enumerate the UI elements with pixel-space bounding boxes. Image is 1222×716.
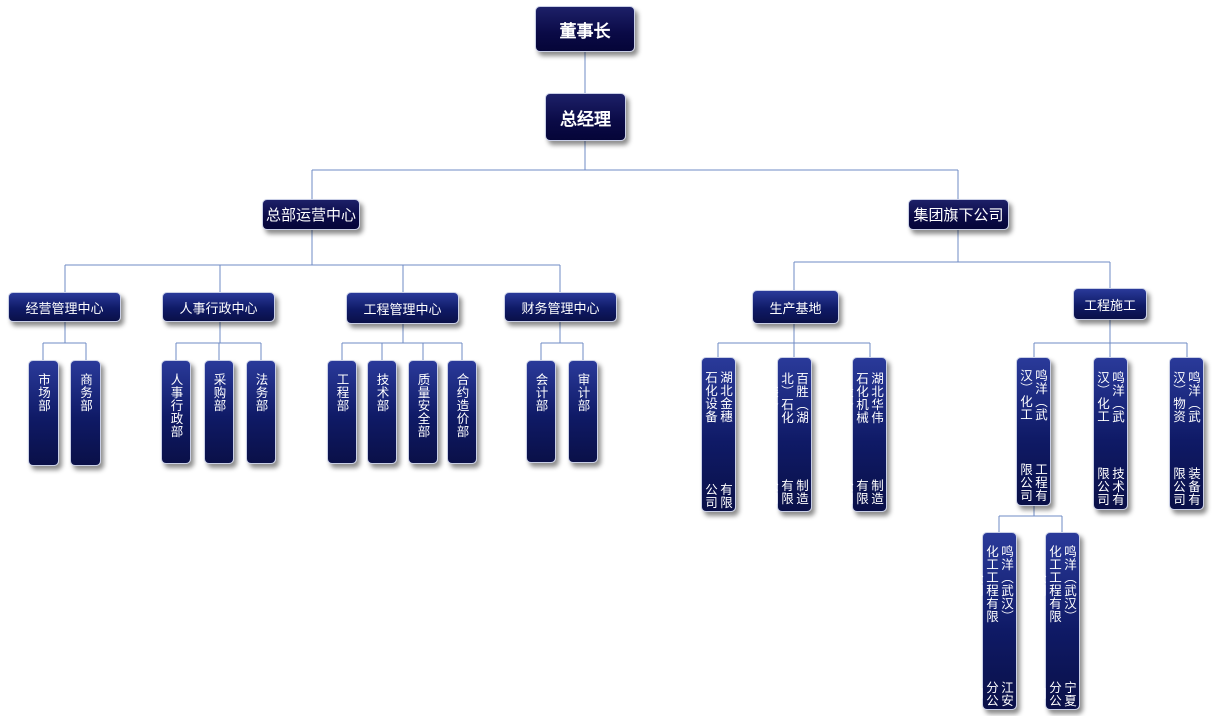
node-hr-dept[interactable]: 人事行政部 <box>161 360 191 464</box>
node-engineering-center[interactable]: 工程管理中心 <box>346 292 459 324</box>
node-company-mingyang-materials[interactable]: 鸣洋（武汉）物资装备有限公司 <box>1169 357 1204 510</box>
node-company-jinsui[interactable]: 湖北金穗石化设备有限公司 <box>701 357 736 512</box>
node-company-baisheng[interactable]: 百胜（湖北）石化装备制造有限公司 <box>764 357 812 512</box>
node-hq-operations[interactable]: 总部运营中心 <box>262 199 360 230</box>
node-engineering-dept[interactable]: 工程部 <box>327 360 357 464</box>
node-tech-dept[interactable]: 技术部 <box>367 360 397 464</box>
node-branch-jiangan[interactable]: 鸣洋（武汉）化工工程有限公司江安分公司 <box>969 532 1017 710</box>
node-group-companies[interactable]: 集团旗下公司 <box>908 199 1009 230</box>
link-gm-level2 <box>311 141 959 199</box>
node-production-base[interactable]: 生产基地 <box>752 290 839 324</box>
link-e1-branches <box>998 506 1063 532</box>
node-legal-dept[interactable]: 法务部 <box>246 360 276 464</box>
node-quality-safety-dept[interactable]: 质量安全部 <box>408 360 438 464</box>
link-c4-depts <box>540 322 584 360</box>
node-purchase-dept[interactable]: 采购部 <box>204 360 234 464</box>
node-business-dept[interactable]: 商务部 <box>70 360 101 466</box>
node-branch-ningxia[interactable]: 鸣洋（武汉）化工工程有限公司宁夏分公司 <box>1032 532 1080 710</box>
node-contract-cost-dept[interactable]: 合约造价部 <box>447 360 477 464</box>
link-c2-depts <box>175 322 262 360</box>
node-market-dept[interactable]: 市场部 <box>28 360 59 466</box>
node-hr-admin-center[interactable]: 人事行政中心 <box>162 292 275 322</box>
link-prod-companies <box>717 324 871 357</box>
link-eng-companies <box>1033 320 1188 357</box>
node-company-mingyang-engineering[interactable]: 鸣洋（武汉）化工工程有限公司 <box>1016 357 1051 506</box>
node-chairman[interactable]: 董事长 <box>535 6 635 52</box>
node-audit-dept[interactable]: 审计部 <box>568 360 598 463</box>
link-hq-centers <box>64 230 561 292</box>
link-group-subs <box>793 230 1111 290</box>
node-general-manager[interactable]: 总经理 <box>545 93 626 141</box>
link-c3-depts <box>341 324 463 360</box>
node-accounting-dept[interactable]: 会计部 <box>526 360 556 463</box>
node-business-center[interactable]: 经营管理中心 <box>8 292 121 322</box>
link-c1-depts <box>42 322 87 360</box>
node-finance-center[interactable]: 财务管理中心 <box>504 292 617 322</box>
node-company-mingyang-tech[interactable]: 鸣洋（武汉）化工技术有限公司 <box>1093 357 1128 510</box>
node-company-huawei[interactable]: 湖北华伟石化机械设备制造有限公司 <box>839 357 887 512</box>
node-engineering-construction[interactable]: 工程施工 <box>1073 288 1147 320</box>
